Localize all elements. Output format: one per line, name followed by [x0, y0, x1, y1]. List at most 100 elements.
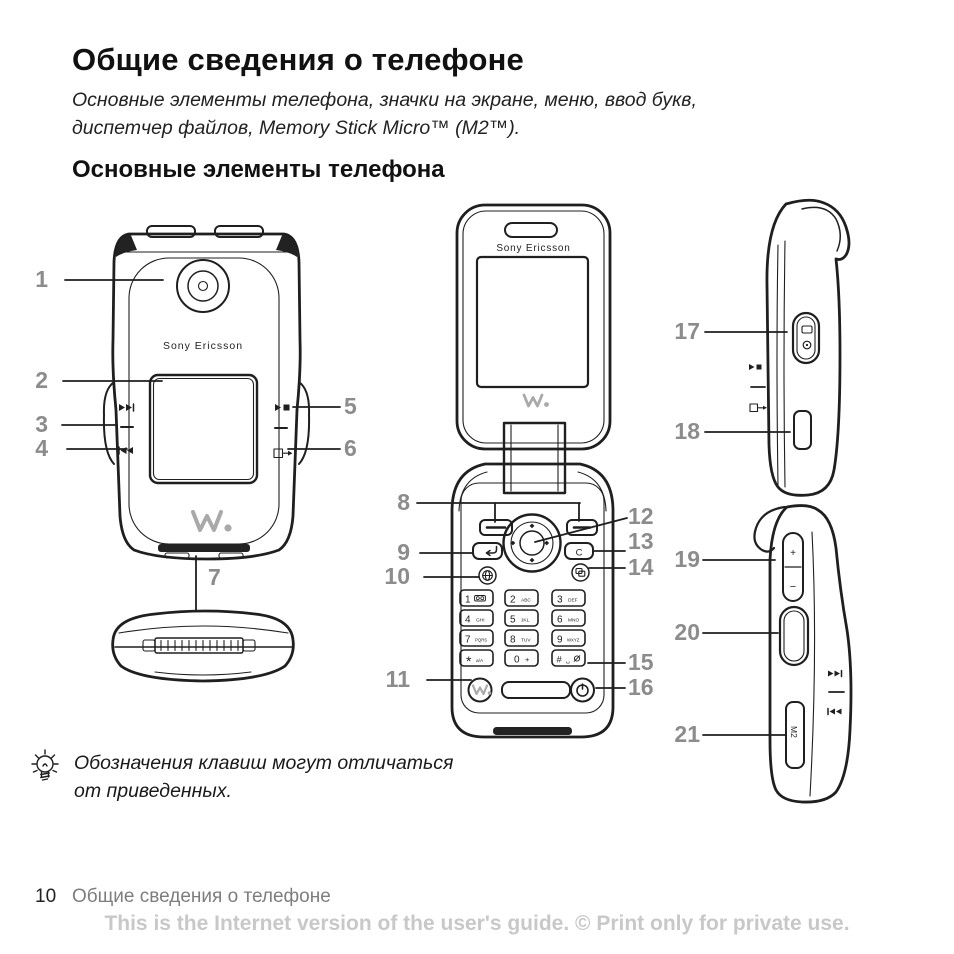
phone-bottom-view — [111, 609, 295, 683]
hinge-tab-left — [146, 225, 196, 238]
flip-inner-line — [462, 210, 605, 444]
svg-text:WXYZ: WXYZ — [567, 638, 580, 643]
select-key — [519, 530, 545, 556]
hinge-arm — [502, 421, 567, 495]
tip-lightbulb-icon — [31, 749, 59, 781]
svg-text:ABC: ABC — [521, 598, 531, 604]
activity-windows-icon — [575, 567, 586, 577]
callout-11: 11 — [385, 666, 410, 692]
callout-1: 1 — [35, 266, 48, 292]
navigation-key[interactable] — [502, 513, 562, 573]
memory-card-slot[interactable]: M2 — [785, 701, 805, 769]
callout-16: 16 — [628, 674, 654, 700]
tip-line-1: Обозначения клавиш могут отличаться — [74, 752, 454, 774]
svg-text:+: + — [525, 655, 530, 664]
bottom-trim-open — [493, 727, 572, 735]
voicemail-icon — [474, 595, 486, 602]
camera-lens-dot — [197, 280, 209, 292]
callout-6: 6 — [344, 435, 357, 461]
hinge-tab-right — [214, 225, 264, 238]
back-key[interactable] — [472, 542, 503, 560]
svg-text:0: 0 — [514, 655, 520, 666]
play-stop-icon-side — [749, 364, 762, 370]
internet-version-watermark: This is the Internet version of the user… — [104, 912, 850, 935]
clear-key[interactable]: C — [564, 542, 594, 560]
next-track-icon[interactable] — [119, 403, 135, 412]
play-stop-icon[interactable] — [275, 404, 290, 411]
callout-5: 5 — [344, 393, 357, 419]
callout-18: 18 — [674, 418, 700, 444]
camera-side-key[interactable] — [791, 311, 821, 365]
back-arrow-icon — [485, 545, 498, 554]
earpiece — [504, 222, 558, 238]
left-soft-key[interactable] — [479, 519, 513, 536]
callout-21: 21 — [674, 721, 700, 747]
section-heading: Основные элементы телефона — [72, 156, 445, 183]
flip-top: Sony Ericsson — [455, 203, 612, 451]
callout-9: 9 — [397, 539, 410, 565]
callout-3: 3 — [35, 411, 48, 437]
volume-plus-label: + — [790, 548, 796, 559]
phone-open-figure: Sony Ericsson C — [450, 203, 615, 739]
previous-track-icon[interactable] — [118, 446, 133, 455]
hinge-shadow-left — [115, 233, 137, 257]
side-keys-bump-right — [298, 381, 311, 465]
number-keypad[interactable]: 1 2 ABC 3 DEF 4 GHI 5 JKL 6 MNO 7 PQRS — [459, 589, 586, 669]
svg-text:8: 8 — [510, 635, 516, 646]
svg-text:MNO: MNO — [568, 618, 579, 624]
subtitle-line-1: Основные элементы телефона, значки на эк… — [72, 89, 697, 111]
callout-10: 10 — [384, 563, 410, 589]
phone-body-outline — [111, 232, 302, 561]
svg-text:1: 1 — [465, 595, 471, 606]
blank-key[interactable] — [501, 681, 571, 699]
internet-key[interactable] — [478, 566, 497, 585]
svg-text:␣: ␣ — [566, 658, 570, 664]
svg-text:PQRS: PQRS — [475, 638, 487, 643]
hinge-shadow-right — [276, 233, 298, 257]
footer-chapter-title: Общие сведения о телефоне — [72, 886, 331, 907]
next-track-icon-side — [828, 669, 843, 678]
side-view-left-figure: + − M2 — [753, 504, 853, 804]
walkman-key[interactable] — [467, 677, 493, 703]
volume-key[interactable]: + − — [782, 532, 804, 602]
globe-icon — [482, 570, 493, 581]
activity-menu-key[interactable] — [571, 563, 590, 582]
page-number: 10 — [35, 886, 57, 907]
svg-text:5: 5 — [510, 615, 516, 626]
external-display-inner — [152, 377, 255, 481]
callout-4: 4 — [35, 435, 48, 461]
silent-mode-icon — [573, 655, 581, 662]
chapter-subtitle: Основные элементы телефона, значки на эк… — [72, 87, 697, 142]
svg-text:3: 3 — [557, 595, 563, 606]
camera-key-icon — [801, 325, 813, 350]
camera-lens-icon — [176, 259, 230, 313]
callout-2: 2 — [35, 367, 48, 393]
callout-17: 17 — [674, 318, 700, 344]
svg-text:GHI: GHI — [476, 618, 485, 624]
right-soft-key[interactable] — [566, 519, 598, 536]
svg-text:a/A: a/A — [476, 658, 484, 664]
power-key[interactable] — [570, 677, 595, 703]
camera-key-side[interactable] — [778, 605, 810, 667]
callout-20: 20 — [674, 619, 700, 645]
callout-7: 7 — [208, 564, 221, 590]
svg-text:#: # — [557, 655, 563, 666]
foot-right — [218, 552, 244, 559]
clear-key-label: C — [576, 548, 583, 559]
keypad-plate — [460, 482, 605, 714]
flip-open-icon[interactable] — [273, 448, 293, 459]
svg-text:2: 2 — [510, 595, 516, 606]
power-icon — [576, 683, 589, 697]
connector-port-cover[interactable] — [793, 410, 812, 450]
svg-text:DEF: DEF — [568, 598, 578, 604]
callout-19: 19 — [674, 546, 700, 572]
callout-14: 14 — [628, 554, 654, 580]
hinge-hook-2 — [753, 505, 787, 553]
subtitle-line-2: диспетчер файлов, Memory Stick Micro™ (M… — [72, 116, 521, 139]
phone-front-closed-figure: Sony Ericsson — [102, 225, 311, 683]
volume-minus-label: − — [790, 581, 796, 593]
side-keys-bump-left — [102, 381, 115, 465]
tip-line-2: от приведенных. — [74, 779, 232, 802]
foot-left — [164, 552, 190, 559]
side-body-outline-2 — [768, 504, 853, 804]
